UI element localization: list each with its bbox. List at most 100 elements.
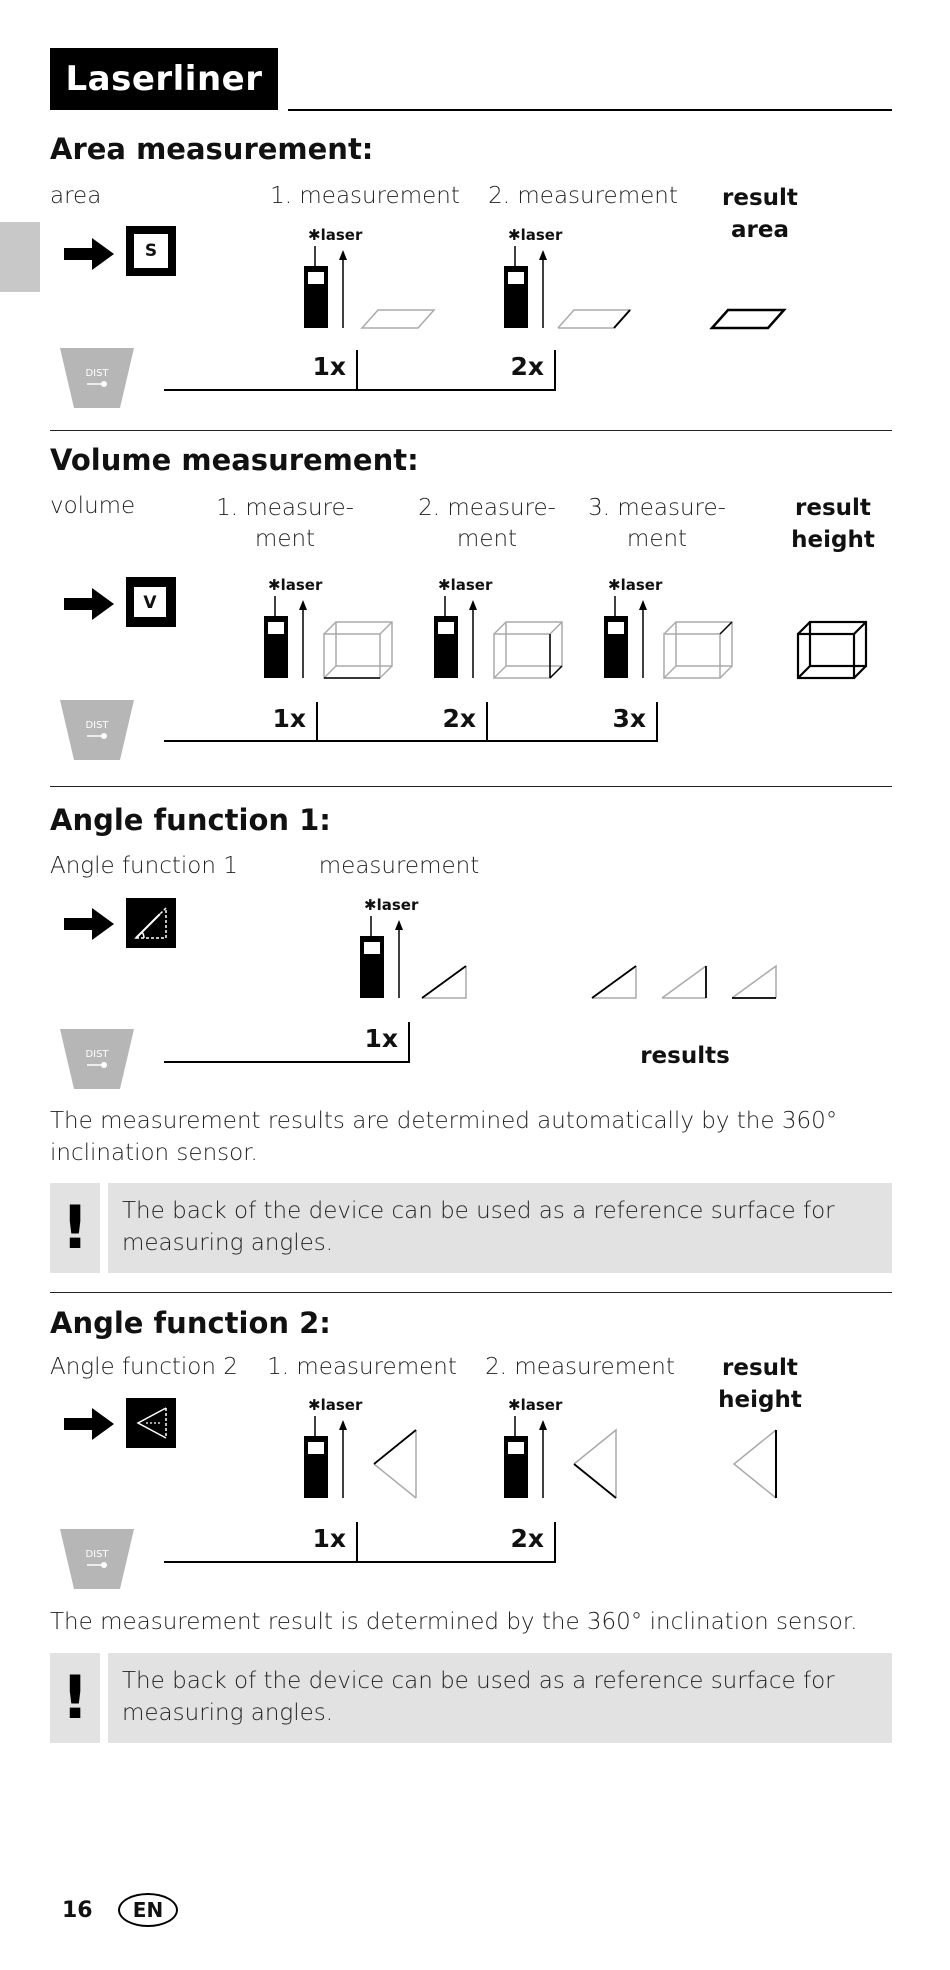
angle1-title: Angle function 1: xyxy=(50,803,331,837)
timeline-tick xyxy=(656,702,658,742)
volume-mode-label: volume xyxy=(50,493,136,519)
angle1-note: The back of the device can be used as a … xyxy=(108,1183,892,1273)
note-marker: ! xyxy=(50,1653,100,1743)
floor-area-icon xyxy=(557,309,632,329)
volume-title: Volume measurement: xyxy=(50,443,419,477)
area-title: Area measurement: xyxy=(50,132,374,166)
volume-timeline xyxy=(164,740,658,742)
box-volume-icon xyxy=(323,621,393,679)
dist-key-icon[interactable]: DIST xyxy=(60,1027,136,1091)
dist-key-icon[interactable]: DIST xyxy=(60,1527,136,1591)
svg-text:DIST: DIST xyxy=(85,720,109,731)
laser-label: ✱laser xyxy=(268,576,323,594)
section-divider xyxy=(50,1292,892,1293)
section-divider xyxy=(50,786,892,787)
timeline-tick xyxy=(356,1522,358,1562)
laser-device-icon xyxy=(304,246,347,328)
angle-height-mode-icon xyxy=(136,1407,167,1439)
dist-key-icon[interactable]: DIST xyxy=(60,698,136,762)
timeline-tick xyxy=(554,350,556,390)
angle1-description: The measurement results are determined a… xyxy=(50,1108,838,1166)
timeline-tick xyxy=(554,1522,556,1562)
volume-step1-label: 1. measure-ment xyxy=(216,495,354,552)
angle1-mode-button[interactable] xyxy=(126,898,176,948)
svg-text:DIST: DIST xyxy=(85,1049,109,1060)
section-divider xyxy=(50,430,892,431)
angle-mode-icon xyxy=(134,906,167,939)
laser-label: ✱laser xyxy=(364,896,419,914)
height-result-icon xyxy=(732,1429,777,1499)
laser-device-icon xyxy=(304,1416,347,1498)
box-volume-icon xyxy=(663,621,733,679)
volume-count2: 2x xyxy=(442,704,476,733)
angle2-mode-button[interactable] xyxy=(126,1398,176,1448)
laser-label: ✱laser xyxy=(608,576,663,594)
laser-label: ✱laser xyxy=(308,226,363,244)
angle2-count1: 1x xyxy=(312,1524,346,1553)
angle1-count1: 1x xyxy=(364,1024,398,1053)
arrow-right-icon xyxy=(64,908,114,940)
angle1-timeline xyxy=(164,1061,410,1063)
area-step2-label: 2. measurement xyxy=(488,183,678,209)
angle2-mode-label: Angle function 2 xyxy=(50,1354,238,1380)
angle-result-icon xyxy=(591,965,637,999)
angle2-result-label: result height xyxy=(718,1355,802,1413)
height-triangle-icon xyxy=(373,1429,417,1499)
box-volume-icon xyxy=(493,621,563,679)
angle2-count2: 2x xyxy=(510,1524,544,1553)
laser-label: ✱laser xyxy=(508,1396,563,1414)
height-triangle-icon xyxy=(573,1428,617,1499)
angle2-timeline xyxy=(164,1561,556,1563)
angle2-title: Angle function 2: xyxy=(50,1306,331,1340)
angle1-step1-label: measurement xyxy=(318,853,480,879)
laser-device-icon xyxy=(504,1416,547,1498)
timeline-tick xyxy=(316,702,318,742)
floor-area-icon xyxy=(360,309,436,329)
timeline-tick xyxy=(486,702,488,742)
header-rule xyxy=(288,109,892,111)
area-result-icon xyxy=(709,308,787,330)
laser-device-icon xyxy=(264,596,307,678)
timeline-tick xyxy=(408,1022,410,1062)
laser-label: ✱laser xyxy=(438,576,493,594)
note-marker: ! xyxy=(50,1183,100,1273)
brand-logo: Laserliner xyxy=(50,48,278,110)
volume-step2-label: 2. measure-ment xyxy=(418,495,556,552)
area-count2: 2x xyxy=(510,352,544,381)
area-timeline xyxy=(164,389,556,391)
angle-result-icon xyxy=(731,964,777,999)
language-badge: EN xyxy=(118,1893,178,1927)
volume-result-icon xyxy=(796,620,868,680)
timeline-tick xyxy=(356,350,358,390)
arrow-right-icon xyxy=(64,238,114,270)
area-mode-label: area xyxy=(50,183,102,209)
side-tab-marker xyxy=(0,222,40,292)
svg-text:DIST: DIST xyxy=(85,1549,109,1560)
area-step1-label: 1. measurement xyxy=(270,183,460,209)
volume-result-label: result height xyxy=(791,495,875,553)
angle-triangle-icon xyxy=(421,965,467,999)
area-mode-button[interactable]: S xyxy=(126,226,176,276)
angle1-mode-label: Angle function 1 xyxy=(50,853,238,879)
arrow-right-icon xyxy=(64,588,114,620)
laser-device-icon xyxy=(604,596,647,678)
angle2-description: The measurement result is determined by … xyxy=(50,1609,858,1635)
angle2-step2-label: 2. measurement xyxy=(485,1354,675,1380)
laser-device-icon xyxy=(434,596,477,678)
laser-device-icon xyxy=(504,246,547,328)
area-count1: 1x xyxy=(312,352,346,381)
laser-label: ✱laser xyxy=(308,1396,363,1414)
laser-device-icon xyxy=(360,916,403,998)
angle2-note: The back of the device can be used as a … xyxy=(108,1653,892,1743)
area-mode-key: S xyxy=(134,234,168,268)
arrow-right-icon xyxy=(64,1408,114,1440)
volume-mode-key: V xyxy=(134,587,166,617)
volume-count1: 1x xyxy=(272,704,306,733)
svg-text:DIST: DIST xyxy=(85,368,109,379)
dist-key-icon[interactable]: DIST xyxy=(60,346,136,410)
area-result-label: result area xyxy=(722,185,798,243)
volume-mode-button[interactable]: V xyxy=(126,577,176,627)
angle1-results-label: results xyxy=(640,1043,730,1069)
angle2-step1-label: 1. measurement xyxy=(267,1354,457,1380)
volume-count3: 3x xyxy=(612,704,646,733)
